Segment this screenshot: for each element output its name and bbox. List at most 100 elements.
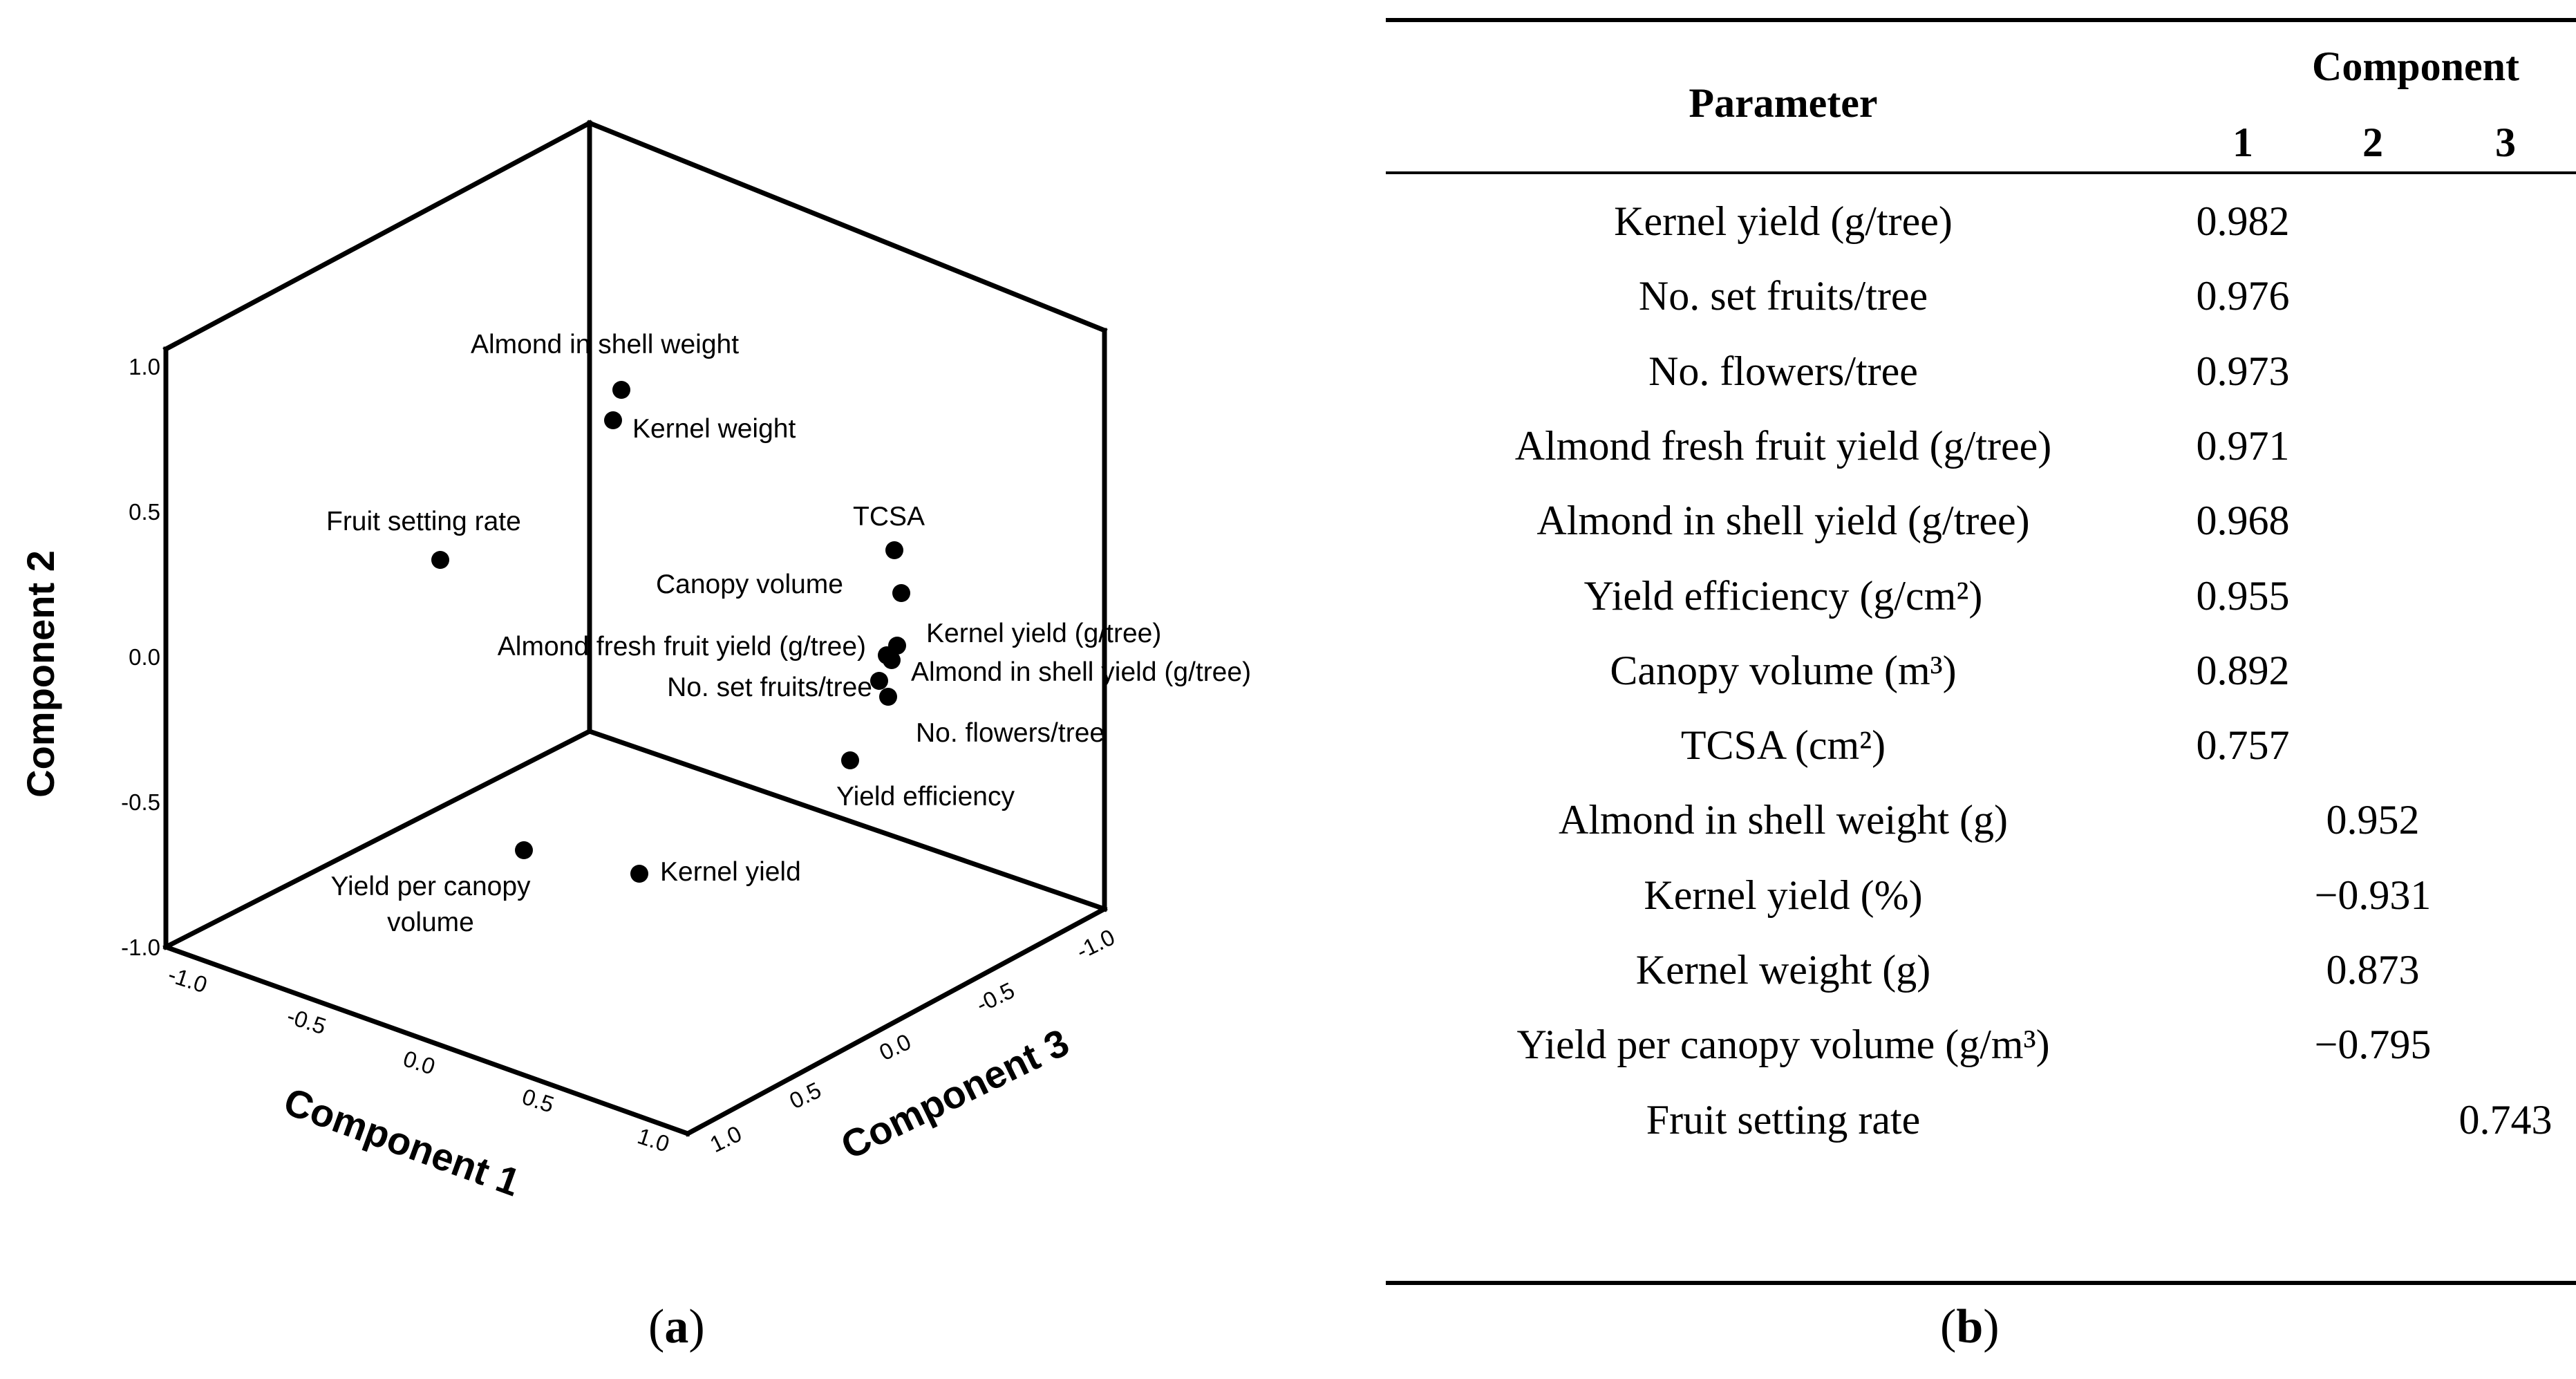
- frame-edge: [586, 728, 1108, 912]
- frame-edge: [162, 120, 593, 353]
- tick-label-component-2: -1.0: [121, 935, 160, 960]
- component-3-cell: 0.743: [2459, 1096, 2553, 1143]
- point-label: Kernel weight: [632, 414, 796, 444]
- table-row: Canopy volume (m³) 0.892: [1386, 635, 2576, 709]
- panel-b-caption: (b): [1940, 1300, 2000, 1353]
- header-col-2: 2: [2362, 120, 2383, 165]
- table-header-rule: [1386, 171, 2576, 174]
- parameter-cell: Almond fresh fruit yield (g/tree): [1514, 422, 2052, 469]
- frame-edge: [162, 728, 593, 950]
- tick-label-component-2: 0.5: [129, 499, 160, 525]
- tick-label-component-1: -0.5: [284, 1003, 330, 1040]
- point-label: Almond fresh fruit yield (g/tree): [498, 632, 866, 662]
- parameter-cell: Kernel yield (g/tree): [1614, 198, 1953, 244]
- point-label: No. flowers/tree: [916, 718, 1104, 748]
- axis-title-component-1: Component 1: [279, 1079, 526, 1205]
- parameter-cell: Kernel weight (g): [1635, 947, 1931, 993]
- table-row: Yield efficiency (g/cm²) 0.955: [1386, 560, 2576, 635]
- parameter-cell: Yield efficiency (g/cm²): [1583, 572, 1983, 619]
- point-label: No. set fruits/tree: [667, 673, 872, 702]
- point-label: Kernel yield (g/tree): [926, 619, 1161, 648]
- component-1-cell: 0.892: [2196, 647, 2290, 693]
- component-1-cell: 0.973: [2196, 348, 2290, 394]
- tick-label-component-2: -0.5: [121, 789, 160, 815]
- data-point: [885, 541, 903, 559]
- parameter-cell: Canopy volume (m³): [1610, 647, 1957, 693]
- data-point: [841, 751, 859, 769]
- data-point: [515, 841, 533, 859]
- tick-label-component-2: 0.0: [129, 644, 160, 670]
- component-1-cell: 0.971: [2196, 422, 2290, 469]
- header-parameter: Parameter: [1689, 80, 1878, 126]
- table-row: Kernel weight (g) 0.873: [1386, 934, 2576, 1009]
- tick-label-component-3: 0.0: [875, 1029, 914, 1065]
- data-point: [431, 551, 449, 569]
- component-2-cell: 0.873: [2326, 947, 2420, 993]
- component-2-cell: 0.952: [2326, 797, 2420, 843]
- data-point: [883, 651, 901, 669]
- panel-a-caption: (a): [648, 1300, 705, 1353]
- point-label: TCSA: [853, 502, 925, 532]
- point-label: Yield efficiency: [836, 782, 1015, 812]
- point-label: volume: [387, 908, 474, 937]
- frame-edge: [162, 944, 691, 1137]
- component-2-cell: −0.795: [2314, 1022, 2432, 1068]
- table-row: Almond in shell weight (g) 0.952: [1386, 784, 2576, 859]
- header-component: Component: [2311, 44, 2520, 89]
- frame-edge: [586, 120, 1108, 334]
- point-label: Almond in shell weight: [471, 330, 739, 359]
- data-point: [870, 672, 888, 690]
- header-col-3: 3: [2495, 120, 2516, 165]
- tick-label-component-1: 0.0: [400, 1045, 438, 1079]
- table-row: Fruit setting rate 0.743: [1386, 1084, 2576, 1158]
- component-1-cell: 0.968: [2196, 498, 2290, 544]
- component-2-cell: −0.931: [2314, 872, 2432, 918]
- tick-label-component-3: -0.5: [972, 977, 1018, 1017]
- parameter-cell: Yield per canopy volume (g/m³): [1516, 1022, 2050, 1068]
- parameter-cell: Kernel yield (%): [1644, 872, 1923, 918]
- point-label: Fruit setting rate: [326, 507, 521, 536]
- tick-label-component-1: -1.0: [165, 961, 211, 998]
- table-row: Almond in shell yield (g/tree) 0.968: [1386, 485, 2576, 559]
- parameter-cell: Almond in shell weight (g): [1559, 797, 2008, 843]
- component-1-cell: 0.982: [2196, 198, 2290, 244]
- tick-label-component-3: 1.0: [706, 1120, 745, 1157]
- component-1-cell: 0.955: [2196, 572, 2290, 619]
- point-label: Canopy volume: [656, 570, 843, 599]
- point-label: Yield per canopy: [330, 872, 531, 901]
- frame-edge: [684, 906, 1108, 1137]
- table-row: Kernel yield (%) −0.931: [1386, 859, 2576, 934]
- tick-label-component-3: 0.5: [785, 1077, 825, 1114]
- parameter-cell: Almond in shell yield (g/tree): [1536, 498, 2030, 544]
- table-row: No. flowers/tree 0.973: [1386, 335, 2576, 410]
- table-row: TCSA (cm²) 0.757: [1386, 709, 2576, 784]
- table-row: Yield per canopy volume (g/m³) −0.795: [1386, 1009, 2576, 1083]
- tick-label-component-1: 0.5: [519, 1083, 557, 1117]
- tick-label-component-2: 1.0: [129, 354, 160, 379]
- axis-title-component-2: Component 2: [19, 550, 62, 798]
- parameter-cell: No. set fruits/tree: [1638, 273, 1928, 319]
- data-point: [879, 688, 897, 706]
- table-row: Kernel yield (g/tree) 0.982: [1386, 185, 2576, 260]
- data-point: [604, 411, 622, 429]
- point-label: Kernel yield: [660, 857, 801, 887]
- loadings-table-panel: Parameter Component 1 2 3 Kernel yield (…: [1386, 0, 2576, 1379]
- data-point: [630, 865, 648, 883]
- data-point: [892, 584, 910, 602]
- parameter-cell: TCSA (cm²): [1680, 722, 1886, 769]
- table-row: No. set fruits/tree 0.976: [1386, 260, 2576, 335]
- header-col-1: 1: [2232, 120, 2253, 165]
- parameter-cell: Fruit setting rate: [1646, 1096, 1921, 1143]
- component-1-cell: 0.976: [2196, 273, 2290, 319]
- table-row: Almond fresh fruit yield (g/tree) 0.971: [1386, 410, 2576, 485]
- point-label: Almond in shell yield (g/tree): [911, 657, 1251, 687]
- table-bottom-rule: [1386, 1281, 2576, 1285]
- tick-label-component-3: -1.0: [1072, 924, 1118, 964]
- component-plot-3d: 1.00.50.0-0.5-1.0 -1.0-0.50.00.51.0 1.00…: [19, 120, 1251, 1205]
- table-top-rule: [1386, 18, 2576, 22]
- data-point: [612, 381, 630, 399]
- component-1-cell: 0.757: [2196, 722, 2290, 769]
- parameter-cell: No. flowers/tree: [1648, 348, 1918, 394]
- axis-title-component-3: Component 3: [834, 1020, 1075, 1167]
